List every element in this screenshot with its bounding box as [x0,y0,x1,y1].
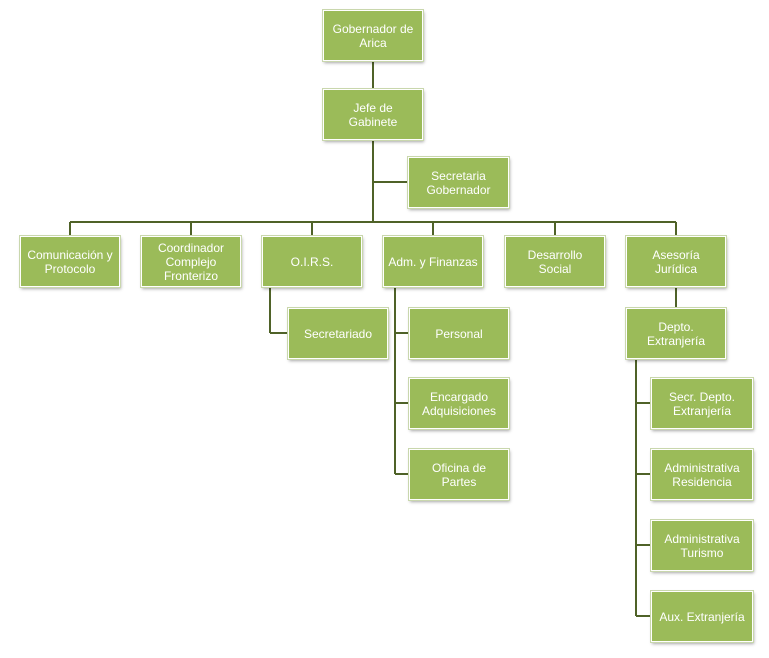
node-coordinador: Coordinador Complejo Fronterizo [140,235,242,288]
node-aux-extranjeria: Aux. Extranjería [650,590,754,643]
node-jefe-gabinete: Jefe de Gabinete [322,88,424,141]
node-oirs: O.I.R.S. [261,235,363,288]
node-desarrollo-social: Desarrollo Social [504,235,606,288]
node-personal: Personal [408,307,510,360]
node-secr-depto-extranjeria: Secr. Depto. Extranjería [650,377,754,430]
node-gobernador: Gobernador de Arica [322,9,424,62]
node-secretariado: Secretariado [287,307,389,360]
node-administrativa-residencia: Administrativa Residencia [650,448,754,501]
node-oficina-partes: Oficina de Partes [408,448,510,501]
node-secretaria-gobernador: Secretaria Gobernador [407,156,510,209]
node-depto-extranjeria: Depto. Extranjería [625,307,727,360]
node-comunicacion: Comunicación y Protocolo [19,235,121,288]
node-encargado-adquisiciones: Encargado Adquisiciones [408,377,510,430]
node-asesoria-juridica: Asesoría Jurídica [625,235,727,288]
node-adm-finanzas: Adm. y Finanzas [382,235,484,288]
node-administrativa-turismo: Administrativa Turismo [650,519,754,572]
